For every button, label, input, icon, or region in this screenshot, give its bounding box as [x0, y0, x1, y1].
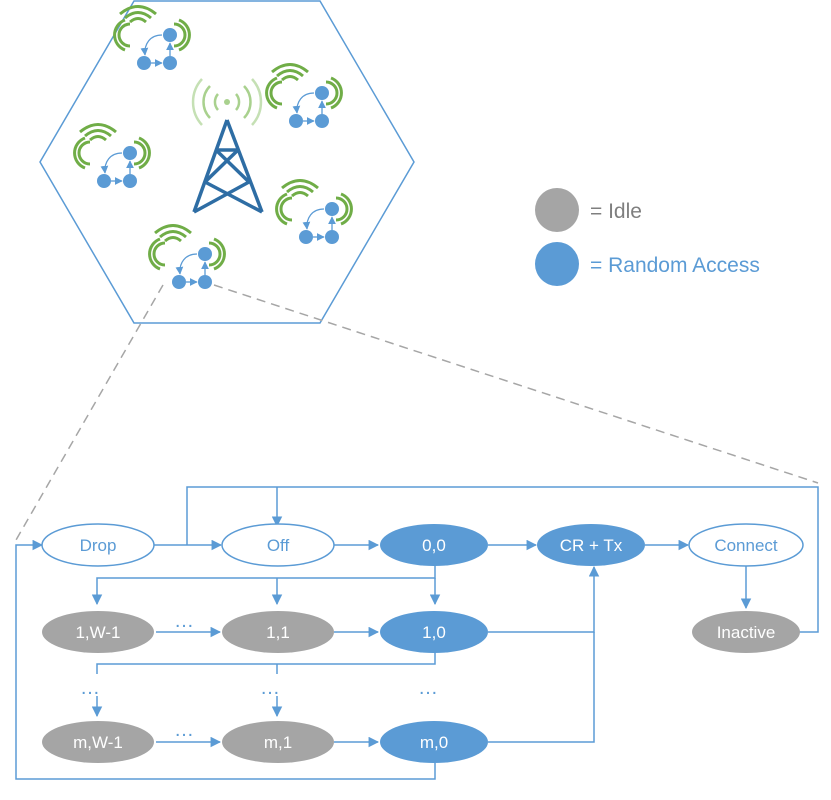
edge-10-down: [96, 652, 436, 674]
zoom-line-left: [15, 284, 164, 541]
edge-inactive-to-off: [186, 486, 819, 633]
legend: = Idle = Random Access: [535, 188, 760, 286]
ellipsis-row1: …: [174, 610, 194, 632]
state-1-w-1-label: 1,W-1: [75, 623, 120, 642]
state-cr-tx: CR + Tx: [537, 524, 645, 566]
state-m-w-1: m,W-1: [42, 721, 154, 763]
edge-m0-to-crtx: [488, 632, 595, 743]
state-1-0-label: 1,0: [422, 623, 446, 642]
state-connect-label: Connect: [714, 536, 778, 555]
legend-random-access-swatch: [535, 242, 579, 286]
edge-00-to-row1: [91, 565, 436, 606]
state-off-label: Off: [267, 536, 290, 555]
device-markov-icon: [267, 65, 342, 129]
cell-tower-icon: [191, 78, 264, 214]
edge-m0-to-drop: [15, 539, 436, 780]
ellipsis-col0: …: [418, 677, 438, 699]
ellipsis-col-mid: …: [260, 677, 280, 699]
legend-idle-swatch: [535, 188, 579, 232]
legend-random-access-label: = Random Access: [590, 254, 760, 277]
state-inactive-label: Inactive: [717, 623, 776, 642]
device-markov-icon: [277, 181, 352, 245]
device-markov-icon: [115, 7, 190, 71]
state-m-0-label: m,0: [420, 733, 448, 752]
state-0-0: 0,0: [380, 524, 488, 566]
legend-idle-label: = Idle: [590, 200, 642, 223]
zoom-line-right: [213, 284, 819, 484]
state-m-0: m,0: [380, 721, 488, 763]
state-off: Off: [221, 523, 335, 567]
state-drop-label: Drop: [80, 536, 117, 555]
chain-edges: [15, 486, 819, 780]
state-1-w-1: 1,W-1: [42, 611, 154, 653]
state-m-1-label: m,1: [264, 733, 292, 752]
state-1-1-label: 1,1: [266, 623, 290, 642]
state-0-0-label: 0,0: [422, 536, 446, 555]
state-cr-tx-label: CR + Tx: [560, 536, 623, 555]
device-markov-icon: [75, 125, 150, 189]
state-inactive: Inactive: [692, 611, 800, 653]
device-markov-icon: [150, 226, 225, 290]
state-m-w-1-label: m,W-1: [73, 733, 123, 752]
ellipsis-col-left: …: [80, 677, 100, 699]
state-connect: Connect: [688, 523, 804, 567]
cell-hexagon: [39, 0, 415, 324]
state-1-0: 1,0: [380, 611, 488, 653]
ellipsis-rowm: …: [174, 719, 194, 741]
state-1-1: 1,1: [222, 611, 334, 653]
state-m-1: m,1: [222, 721, 334, 763]
edge-10-to-crtx: [488, 565, 600, 633]
state-drop: Drop: [41, 523, 155, 567]
